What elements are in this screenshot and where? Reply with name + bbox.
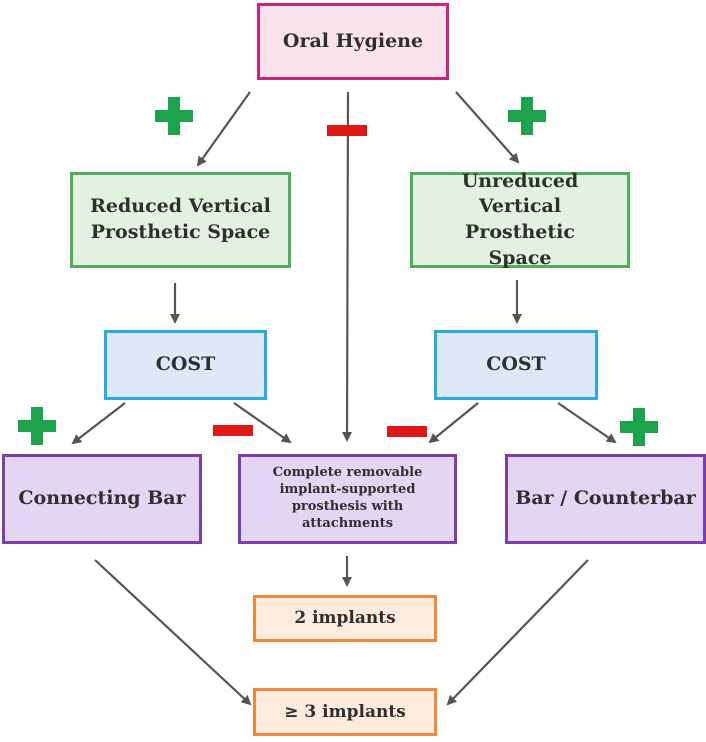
bar-counterbar-label: Bar / Counterbar (515, 487, 696, 510)
minus-sign-icon (387, 426, 427, 437)
arrow-hygiene-to-unreduced (455, 91, 520, 164)
two-implants-box: 2 implants (253, 595, 437, 642)
plus-sign-icon (18, 407, 56, 445)
reduced-space-label: Reduced Vertical Prosthetic Space (90, 195, 271, 243)
plus-sign-icon (620, 408, 658, 446)
cost-right-box: COST (434, 330, 598, 400)
cost-right-label: COST (486, 353, 546, 376)
arrow-costleft-to-prosthesis (233, 402, 292, 444)
two-implants-label: 2 implants (294, 608, 396, 629)
three-implants-box: ≥ 3 implants (253, 688, 437, 736)
arrow-costright-to-prosthesis (428, 402, 479, 444)
arrow-hygiene-to-prosthesis (342, 91, 353, 442)
cost-left-label: COST (155, 353, 216, 376)
minus-sign-icon (213, 425, 253, 436)
complete-prosthesis-box: Complete removable implant-supported pro… (238, 454, 457, 544)
complete-prosthesis-label: Complete removable implant-supported pro… (272, 465, 423, 531)
arrow-counterbar-to-three (446, 559, 589, 706)
arrow-costleft-to-connecting (71, 402, 126, 445)
unreduced-space-box: Unreduced Vertical Prosthetic Space (410, 170, 630, 269)
bar-counterbar-box: Bar / Counterbar (505, 454, 706, 544)
plus-sign-icon (508, 97, 546, 135)
plus-sign-icon (155, 97, 193, 135)
arrow-connecting-to-three (94, 559, 252, 706)
reduced-space-box: Reduced Vertical Prosthetic Space (70, 172, 291, 268)
arrow-costright-to-counterbar (557, 402, 617, 444)
oral-hygiene-label: Oral Hygiene (282, 29, 424, 52)
three-implants-label: ≥ 3 implants (284, 701, 406, 722)
oral-hygiene-box: Oral Hygiene (257, 3, 449, 80)
cost-left-box: COST (104, 330, 267, 400)
connecting-bar-box: Connecting Bar (2, 454, 202, 544)
minus-sign-icon (327, 125, 367, 136)
unreduced-space-label: Unreduced Vertical Prosthetic Space (461, 169, 579, 269)
arrow-hygiene-to-reduced (196, 91, 251, 167)
connecting-bar-label: Connecting Bar (18, 487, 186, 510)
